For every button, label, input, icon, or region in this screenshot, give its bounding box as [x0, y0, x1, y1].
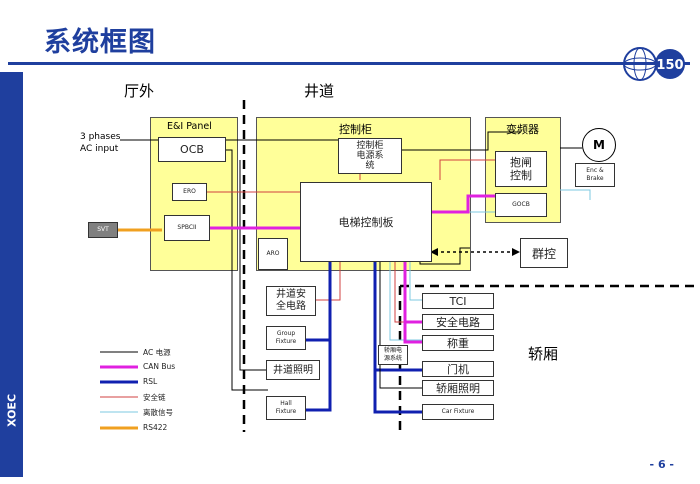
- rsl-hall-fixture: [305, 340, 332, 412]
- legend-label-ac: AC 电源: [143, 348, 171, 357]
- legend-label-can: CAN Bus: [143, 362, 176, 371]
- car-power-line1: 轿厢电: [383, 347, 402, 354]
- brake-safety-line: [439, 159, 500, 180]
- brake-control-line2: 控制: [510, 169, 532, 182]
- legend-label-rs422: RS422: [143, 423, 168, 432]
- ac-to-inverter: [402, 131, 520, 151]
- svt-block: SVT: [88, 222, 118, 238]
- company-logo: 150: [623, 47, 685, 81]
- ac-to-hall-line: [226, 149, 268, 391]
- weighing-block: 称重: [422, 335, 494, 351]
- hoistway-safety-line1: 井道安: [276, 289, 306, 300]
- main-board-block: 电梯控制板: [300, 182, 432, 262]
- svg-text:150: 150: [656, 58, 683, 73]
- group-fixture-block: Group Fixture: [266, 326, 306, 350]
- hoistway-safety-chain: [316, 262, 341, 301]
- car-power-block: 轿厢电 源系统: [378, 345, 408, 365]
- legend-label-safety: 安全链: [143, 393, 166, 402]
- group-fixture-line2: Fixture: [275, 338, 297, 345]
- zone-hall-label: 厅外: [124, 82, 155, 100]
- weighing-signal-line: [389, 262, 422, 341]
- encoder-brake-block: Enc & Brake: [575, 163, 615, 187]
- zone-hoistway-label: 井道: [304, 82, 335, 100]
- brake-control-line1: 抱闸: [510, 156, 532, 169]
- zone-car-label: 轿厢: [528, 345, 559, 363]
- can-bus-gocb: [430, 194, 500, 214]
- hoistway-safety-line2: 全电路: [276, 301, 306, 312]
- hall-fixture-block: Hall Fixture: [266, 396, 306, 420]
- cabinet-power-block: 控制柜 电源系 统: [338, 138, 402, 174]
- car-power-line2: 源系统: [383, 355, 402, 362]
- input-line1: 3 phases: [80, 132, 121, 142]
- ocb-block: OCB: [158, 137, 226, 162]
- gocb-encoder-line: [560, 189, 591, 200]
- tci-signal-line: [409, 262, 422, 301]
- ac-to-hoistway-light: [239, 160, 268, 371]
- can-bus-weighing: [403, 322, 422, 344]
- brake-control-block: 抱闸 控制: [495, 151, 547, 187]
- page-title: 系统框图: [44, 27, 156, 58]
- rsl-car-fixture: [373, 262, 422, 414]
- cabinet-power-line1: 控制柜: [356, 141, 384, 151]
- gocb-block: GOCB: [495, 193, 547, 217]
- title-divider: [8, 62, 690, 65]
- aro-block: ARO: [258, 238, 288, 270]
- legend-label-rsl: RSL: [143, 377, 158, 386]
- encoder-line2: Brake: [586, 175, 604, 182]
- car-lighting-ac: [379, 262, 422, 389]
- door-operator-block: 门机: [422, 361, 494, 377]
- motor-icon: M: [582, 128, 616, 162]
- tci-block: TCI: [422, 293, 494, 309]
- hall-fixture-line1: Hall: [280, 400, 292, 407]
- page-number: - 6 -: [649, 458, 674, 471]
- control-cabinet-title: 控制柜: [339, 123, 372, 136]
- cabinet-power-line2: 电源系: [356, 151, 384, 161]
- encoder-line1: Enc &: [586, 167, 604, 174]
- cabinet-power-line3: 统: [365, 161, 375, 171]
- car-safety-block: 安全电路: [422, 314, 494, 330]
- spbcii-block: SPBCII: [164, 215, 210, 241]
- group-fixture-line1: Group: [276, 330, 296, 337]
- hall-fixture-line2: Fixture: [275, 408, 297, 415]
- car-lighting-block: 轿厢照明: [422, 380, 494, 396]
- car-fixture-block: Car Fixture: [422, 404, 494, 420]
- hoistway-safety-block: 井道安 全电路: [266, 286, 316, 316]
- group-control-block: 群控: [520, 238, 568, 268]
- ei-panel-title: E&I Panel: [167, 121, 212, 132]
- ero-block: ERO: [172, 183, 207, 201]
- legend-label-discrete: 离散信号: [143, 408, 173, 417]
- side-bar: [0, 72, 23, 477]
- inverter-title: 变频器: [506, 123, 539, 136]
- input-line2: AC input: [80, 144, 119, 154]
- can-bus-car: [403, 262, 422, 324]
- hoistway-lighting-block: 井道照明: [266, 360, 320, 380]
